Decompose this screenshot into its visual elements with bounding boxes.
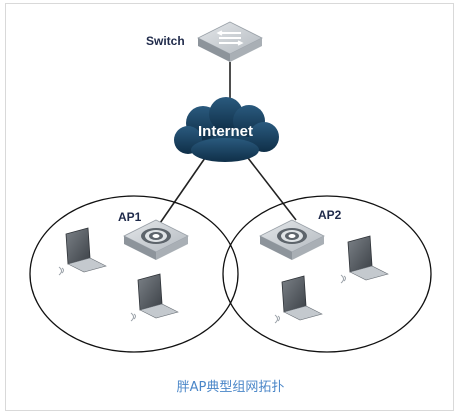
ap2-label: AP2 — [318, 208, 342, 222]
ap1-coverage-ellipse — [29, 195, 239, 353]
internet-label: Internet — [198, 123, 254, 140]
laptop-icon-ap1-bottom — [130, 273, 179, 322]
laptop-icon-ap2-right — [340, 235, 389, 284]
laptop-icon-ap2-bottom — [274, 275, 323, 324]
laptop-icon-ap1-left — [58, 227, 107, 276]
ap1-access-point-icon — [123, 219, 189, 260]
switch-icon — [197, 21, 263, 62]
figure-frame — [5, 3, 454, 411]
figure-caption: 胖AP典型组网拓扑 — [176, 380, 285, 395]
internet-ap1-link — [157, 157, 206, 227]
ap2-access-point-icon — [259, 219, 325, 260]
internet-cloud-icon — [174, 97, 279, 162]
ap2-coverage-ellipse — [222, 195, 432, 353]
switch-label: Switch — [146, 34, 185, 48]
internet-ap2-link — [247, 157, 297, 221]
ap1-label: AP1 — [118, 210, 142, 224]
